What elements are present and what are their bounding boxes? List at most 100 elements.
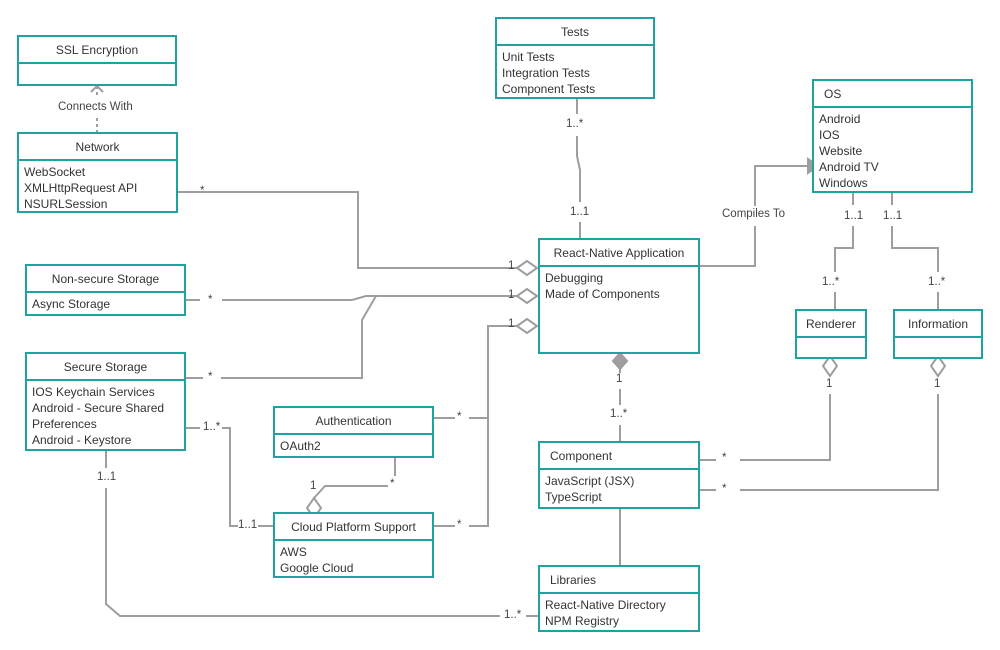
multiplicity: 1..1 — [238, 519, 258, 531]
class-item: XMLHttpRequest API — [24, 181, 138, 195]
multiplicity: 1 — [826, 378, 833, 390]
class-item: Integration Tests — [502, 66, 590, 80]
multiplicity: 1..1 — [844, 210, 864, 222]
multiplicity: * — [722, 483, 727, 495]
class-title: Authentication — [275, 408, 432, 435]
class-title: Network — [19, 134, 176, 161]
multiplicity: 1 — [508, 318, 515, 330]
edge-secure-cloud — [186, 427, 274, 527]
multiplicity: 1 — [616, 373, 623, 385]
edge-nonsecure-app — [186, 295, 517, 301]
aggregation-diamond — [821, 354, 839, 378]
multiplicity: 1 — [508, 289, 515, 301]
class-item: Android - Keystore — [32, 433, 132, 447]
edge-auth-cloud — [313, 458, 396, 499]
edge-information-component — [700, 373, 939, 491]
class-item: JavaScript (JSX) — [545, 474, 635, 488]
class-renderer[interactable]: Renderer — [795, 309, 867, 359]
multiplicity: 1..* — [822, 276, 840, 288]
class-item: Google Cloud — [280, 561, 354, 575]
class-item: Made of Components — [545, 287, 660, 301]
multiplicity: 1..* — [566, 118, 584, 130]
class-tests[interactable]: Tests Unit Tests Integration Tests Compo… — [495, 17, 655, 99]
aggregation-diamond — [929, 354, 947, 378]
class-title: Tests — [497, 19, 653, 46]
class-title: Information — [895, 311, 981, 338]
edge-secure-app — [186, 295, 377, 379]
class-title: Cloud Platform Support — [275, 514, 432, 541]
aggregation-diamond — [515, 259, 539, 277]
multiplicity: 1..1 — [883, 210, 903, 222]
class-network[interactable]: Network WebSocket XMLHttpRequest API NSU… — [17, 132, 178, 213]
dependency-arrowhead — [90, 84, 104, 93]
edge-renderer-component — [700, 373, 831, 461]
class-item: Component Tests — [502, 82, 596, 96]
class-cloud-platform-support[interactable]: Cloud Platform Support AWS Google Cloud — [273, 512, 434, 578]
class-component[interactable]: Component JavaScript (JSX) TypeScript — [538, 441, 700, 509]
class-item: Unit Tests — [502, 50, 555, 64]
multiplicity: 1..1 — [570, 206, 590, 218]
class-item: Async Storage — [32, 297, 111, 311]
multiplicity: 1 — [310, 480, 317, 492]
class-item: Debugging — [545, 271, 604, 285]
class-title: Renderer — [797, 311, 865, 338]
class-item: NPM Registry — [545, 614, 620, 628]
multiplicity: 1..1 — [97, 471, 117, 483]
multiplicity: 1 — [934, 378, 941, 390]
class-react-native-application[interactable]: React-Native Application Debugging Made … — [538, 238, 700, 354]
class-item: IOS Keychain Services — [32, 385, 155, 399]
class-item: OAuth2 — [280, 439, 321, 453]
edge-os-information — [891, 193, 939, 310]
edge-os-renderer — [834, 193, 854, 310]
class-item: Website — [819, 144, 863, 158]
class-title: React-Native Application — [540, 240, 698, 267]
class-item: WebSocket — [24, 165, 86, 179]
class-item: Android — [819, 112, 861, 126]
class-title: Component — [540, 443, 698, 470]
class-title: Libraries — [540, 567, 698, 594]
label-compiles-to: Compiles To — [722, 208, 786, 220]
edge-secure-libraries — [105, 451, 540, 617]
class-title: OS — [814, 81, 971, 108]
label-connects-with: Connects With — [58, 101, 133, 113]
multiplicity: * — [208, 371, 213, 383]
class-ssl-encryption[interactable]: SSL Encryption — [17, 35, 177, 86]
class-information[interactable]: Information — [893, 309, 983, 359]
edge-app-os — [700, 165, 808, 267]
multiplicity: * — [208, 294, 213, 306]
multiplicity: 1..* — [928, 276, 946, 288]
edge-cloud-app — [434, 418, 489, 527]
class-item: Android TV — [819, 160, 879, 174]
multiplicity: 1..* — [203, 421, 221, 433]
class-title: Non-secure Storage — [27, 266, 184, 293]
multiplicity: * — [390, 478, 395, 490]
class-item: IOS — [819, 128, 840, 142]
class-secure-storage[interactable]: Secure Storage IOS Keychain Services And… — [25, 352, 186, 451]
multiplicity: 1..* — [610, 408, 628, 420]
multiplicity: * — [722, 452, 727, 464]
class-item: NSURLSession — [24, 197, 108, 211]
class-authentication[interactable]: Authentication OAuth2 — [273, 406, 434, 458]
class-item: Android - Secure Shared — [32, 401, 165, 415]
class-item: React-Native Directory — [545, 598, 666, 612]
composition-diamond — [611, 351, 629, 371]
class-non-secure-storage[interactable]: Non-secure Storage Async Storage — [25, 264, 186, 316]
multiplicity: 1 — [508, 260, 515, 272]
multiplicity: * — [457, 519, 462, 531]
aggregation-diamond — [515, 287, 539, 305]
class-item: Windows — [819, 176, 868, 190]
multiplicity: * — [457, 411, 462, 423]
edge-network-app — [178, 191, 517, 269]
class-title: SSL Encryption — [19, 37, 175, 64]
class-item: Preferences — [32, 417, 97, 431]
multiplicity: * — [200, 185, 205, 197]
class-item: TypeScript — [545, 490, 602, 504]
edge-tests-app — [576, 98, 581, 240]
aggregation-diamond — [515, 317, 539, 335]
class-item: AWS — [280, 545, 307, 559]
class-title: Secure Storage — [27, 354, 184, 381]
class-libraries[interactable]: Libraries React-Native Directory NPM Reg… — [538, 565, 700, 632]
multiplicity: 1..* — [504, 609, 522, 621]
class-os[interactable]: OS Android IOS Website Android TV Window… — [812, 79, 973, 193]
